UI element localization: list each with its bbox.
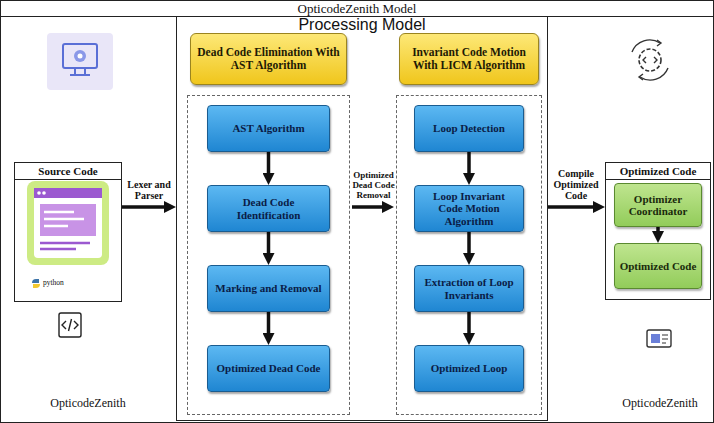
flow-arrow bbox=[467, 312, 471, 338]
flow-arrow bbox=[267, 312, 271, 338]
node-text: AST Algorithm bbox=[232, 122, 304, 134]
code-window-illustration bbox=[37, 191, 41, 195]
code-window-illustration bbox=[40, 204, 96, 236]
code-window-illustration bbox=[40, 243, 90, 249]
process-box: AST Algorithm bbox=[207, 105, 330, 152]
flow-arrow bbox=[267, 152, 271, 178]
flow-arrow bbox=[467, 152, 471, 178]
monitor-icon bbox=[47, 33, 113, 90]
code-window-illustration bbox=[34, 188, 102, 198]
python-logo bbox=[33, 284, 40, 288]
gear-code-icon bbox=[640, 68, 668, 80]
code-symbol-icon bbox=[62, 319, 78, 331]
code-window-illustration bbox=[27, 181, 109, 265]
brand-name: OpticodeZenith bbox=[622, 396, 697, 411]
gear-code-icon bbox=[639, 49, 661, 71]
processing-frame: Processing ModelDead Code Elimination Wi… bbox=[176, 16, 548, 421]
edge-label: Lexer and Parser bbox=[124, 179, 174, 201]
process-box: Loop Invariant Code Motion Algorithm bbox=[414, 185, 524, 232]
gear-code-icon bbox=[643, 57, 657, 63]
node-text: Optimized Dead Code bbox=[217, 362, 321, 374]
process-box: Dead Code Identification bbox=[207, 185, 330, 232]
output-box: Optimized Code bbox=[614, 243, 702, 289]
node-text: Processing Model bbox=[177, 17, 547, 33]
brand-name: OpticodeZenith bbox=[50, 396, 125, 411]
code-screen-icon bbox=[647, 330, 671, 347]
code-symbol-icon bbox=[59, 313, 81, 337]
flow-arrow bbox=[548, 205, 598, 209]
monitor-icon bbox=[70, 68, 90, 75]
gear-code-icon bbox=[632, 40, 660, 52]
node-text: Source Code bbox=[15, 163, 121, 180]
code-screen-icon bbox=[651, 334, 660, 343]
node-text: Optimized Loop bbox=[431, 362, 508, 374]
section-header: Invariant Code Motion With LICM Algorith… bbox=[399, 33, 539, 85]
monitor-icon bbox=[63, 44, 97, 68]
node-text: Optimizer Coordinator bbox=[619, 193, 697, 218]
flow-arrow bbox=[122, 205, 169, 209]
section-header: Dead Code Elimination With AST Algorithm bbox=[190, 33, 347, 85]
edge-label: Optimized Dead Code Removal bbox=[352, 171, 396, 201]
process-box: Optimized Loop bbox=[414, 345, 524, 392]
node-text: Loop Detection bbox=[433, 122, 505, 134]
output-box: Optimizer Coordinator bbox=[614, 183, 702, 227]
code-screen-icon bbox=[662, 335, 668, 343]
algorithm-panel: Invariant Code Motion With LICM Algorith… bbox=[394, 33, 544, 415]
flow-arrow bbox=[656, 227, 660, 236]
code-window-illustration bbox=[42, 191, 46, 195]
process-box: Extraction of Loop Invariants bbox=[414, 265, 524, 312]
code-screen-icon bbox=[647, 330, 671, 347]
node-text: OpticodeZenith Model bbox=[1, 1, 713, 17]
monitor-icon bbox=[74, 50, 86, 62]
flow-arrow bbox=[352, 205, 387, 209]
python-logo bbox=[32, 279, 40, 288]
process-box: Loop Detection bbox=[414, 105, 524, 152]
node-text: Optimized Code bbox=[620, 260, 697, 272]
monitor-icon bbox=[78, 54, 83, 59]
gear-code-icon bbox=[632, 40, 668, 80]
gear-code-icon bbox=[657, 40, 661, 46]
node-text: Loop Invariant Code Motion Algorithm bbox=[420, 190, 518, 227]
node-text: Dead Code Identification bbox=[213, 196, 324, 221]
code-window-illustration bbox=[44, 212, 84, 226]
flow-arrow bbox=[467, 232, 471, 258]
node-text: Optimized Code bbox=[606, 163, 710, 180]
code-window-illustration bbox=[27, 181, 109, 265]
source-code-box: Source Code bbox=[14, 162, 122, 302]
monitor-icon bbox=[47, 33, 113, 90]
logo-caption: python bbox=[43, 278, 64, 287]
flow-arrow bbox=[267, 232, 271, 258]
gear-code-icon bbox=[639, 74, 643, 80]
python-logo bbox=[32, 279, 39, 283]
code-symbol-icon bbox=[59, 313, 81, 337]
node-text: Marking and Removal bbox=[215, 282, 321, 294]
edge-label: Compile Optimized Code bbox=[549, 168, 603, 201]
optimized-code-box: Optimized CodeOptimizer CoordinatorOptim… bbox=[605, 162, 711, 300]
process-box: Optimized Dead Code bbox=[207, 345, 330, 392]
process-box: Marking and Removal bbox=[207, 265, 330, 312]
algorithm-panel: Dead Code Elimination With AST Algorithm… bbox=[185, 33, 352, 415]
node-text: Extraction of Loop Invariants bbox=[420, 276, 518, 301]
code-window-illustration bbox=[34, 188, 102, 258]
